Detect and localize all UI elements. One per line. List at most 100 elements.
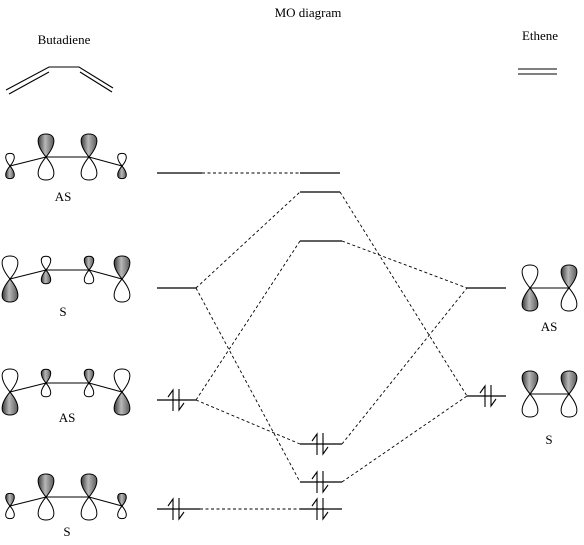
p-orbital-3-bottom-lobe (80, 496, 98, 521)
butadiene-orbital-1-symmetry: AS (55, 189, 72, 204)
p-orbital-2-bottom-lobe (37, 156, 55, 181)
butadiene-orbital-3 (1, 368, 131, 416)
butadiene-orbital-1 (5, 133, 127, 181)
spin-up-arrow (167, 388, 174, 411)
p-orbital-1 (1, 255, 19, 303)
p-orbital-1 (5, 152, 15, 180)
butadiene-orbital-4 (5, 473, 127, 521)
spin-up-arrow (167, 497, 174, 520)
p-orbital-2-top-lobe (40, 255, 52, 271)
p-orbital-2-bottom-lobe (37, 496, 55, 521)
ethene-orbital-2-symmetry: S (545, 432, 552, 447)
spin-down-arrow (178, 389, 185, 412)
p-orbital-1-bottom-lobe (521, 393, 539, 418)
p-orbital-3-bottom-lobe (83, 382, 95, 398)
p-orbital-4-bottom-lobe (113, 278, 131, 303)
p-orbital-1-top-lobe (1, 255, 19, 280)
p-orbital-2 (37, 133, 55, 181)
butadiene-label: Butadiene (38, 32, 91, 47)
ethene-orbital-2 (521, 370, 578, 418)
p-orbital-1-top-lobe (521, 264, 539, 289)
p-orbital-3-top-lobe (83, 368, 95, 384)
p-orbital-4-top-lobe (117, 492, 127, 507)
p-orbital-4 (117, 152, 127, 180)
p-orbital-1 (5, 492, 15, 520)
energy-levels (157, 172, 506, 510)
butadiene-electron-pair-4 (167, 497, 185, 521)
p-orbital-4 (117, 492, 127, 520)
p-orbital-1 (1, 368, 19, 416)
p-orbital-2-top-lobe (560, 370, 578, 395)
p-orbital-1-bottom-lobe (5, 165, 15, 180)
p-orbital-1-bottom-lobe (5, 505, 15, 520)
p-orbital-1 (521, 264, 539, 312)
p-orbital-2 (40, 368, 52, 398)
p-orbital-2-bottom-lobe (40, 269, 52, 285)
p-orbital-4 (113, 368, 131, 416)
p-orbital-2 (40, 255, 52, 285)
butadiene-orbital-backbone (9, 382, 123, 393)
diagram-title: MO diagram (275, 5, 342, 20)
ethene-label: Ethene (522, 28, 558, 43)
ethene-orbital-1 (521, 264, 578, 312)
p-orbital-3-bottom-lobe (83, 269, 95, 285)
p-orbital-3 (83, 255, 95, 285)
p-orbital-3-top-lobe (83, 255, 95, 271)
p-orbital-2-top-lobe (37, 473, 55, 498)
p-orbital-4-top-lobe (113, 255, 131, 280)
p-orbital-4-top-lobe (113, 368, 131, 393)
ethene-electron-pair-2 (479, 384, 497, 408)
spin-up-arrow (479, 384, 486, 407)
p-orbital-2 (560, 370, 578, 418)
p-orbital-1-top-lobe (521, 370, 539, 395)
p-orbital-2 (37, 473, 55, 521)
p-orbital-3 (80, 133, 98, 181)
butadiene-orbital-pictures (1, 133, 131, 521)
p-orbital-3-top-lobe (80, 473, 98, 498)
correlation-lines (195, 172, 468, 510)
p-orbital-2-bottom-lobe (560, 287, 578, 312)
spin-down-arrow (322, 433, 329, 456)
p-orbital-1-top-lobe (5, 152, 15, 167)
p-orbital-2-top-lobe (560, 264, 578, 289)
p-orbital-2-bottom-lobe (40, 382, 52, 398)
butadiene-orbital-2 (1, 255, 131, 303)
p-orbital-2-bottom-lobe (560, 393, 578, 418)
p-orbital-1-bottom-lobe (1, 391, 19, 416)
p-orbital-4-top-lobe (117, 152, 127, 167)
butadiene-orbital-2-symmetry: S (59, 304, 66, 319)
p-orbital-3 (80, 473, 98, 521)
spin-up-arrow (311, 470, 318, 493)
butadiene-electron-pair-3 (167, 388, 185, 412)
spin-down-arrow (322, 471, 329, 494)
p-orbital-3-top-lobe (80, 133, 98, 158)
butadiene-orbital-backbone (9, 496, 123, 507)
p-orbital-1-bottom-lobe (521, 287, 539, 312)
spin-down-arrow (490, 385, 497, 408)
p-orbital-2 (560, 264, 578, 312)
p-orbital-3 (83, 368, 95, 398)
butadiene-orbital-backbone (9, 156, 123, 167)
spin-down-arrow (322, 498, 329, 521)
ethene-orbital-1-symmetry: AS (541, 319, 558, 334)
spin-up-arrow (311, 432, 318, 455)
butadiene-orbital-3-symmetry: AS (59, 410, 76, 425)
p-orbital-3-bottom-lobe (80, 156, 98, 181)
butadiene-orbital-backbone (9, 269, 123, 280)
product-electron-pair-5 (311, 470, 329, 494)
ethene-orbital-pictures (521, 264, 578, 418)
spin-up-arrow (311, 497, 318, 520)
p-orbital-4-bottom-lobe (117, 505, 127, 520)
p-orbital-1-top-lobe (5, 492, 15, 507)
p-orbital-4-bottom-lobe (113, 391, 131, 416)
spin-down-arrow (178, 498, 185, 521)
p-orbital-2-top-lobe (37, 133, 55, 158)
product-electron-pair-4 (311, 432, 329, 456)
ethene-skeleton (518, 68, 557, 75)
electron-pairs (167, 384, 497, 521)
p-orbital-4 (113, 255, 131, 303)
p-orbital-1 (521, 370, 539, 418)
butadiene-orbital-4-symmetry: S (63, 524, 70, 539)
p-orbital-2-top-lobe (40, 368, 52, 384)
